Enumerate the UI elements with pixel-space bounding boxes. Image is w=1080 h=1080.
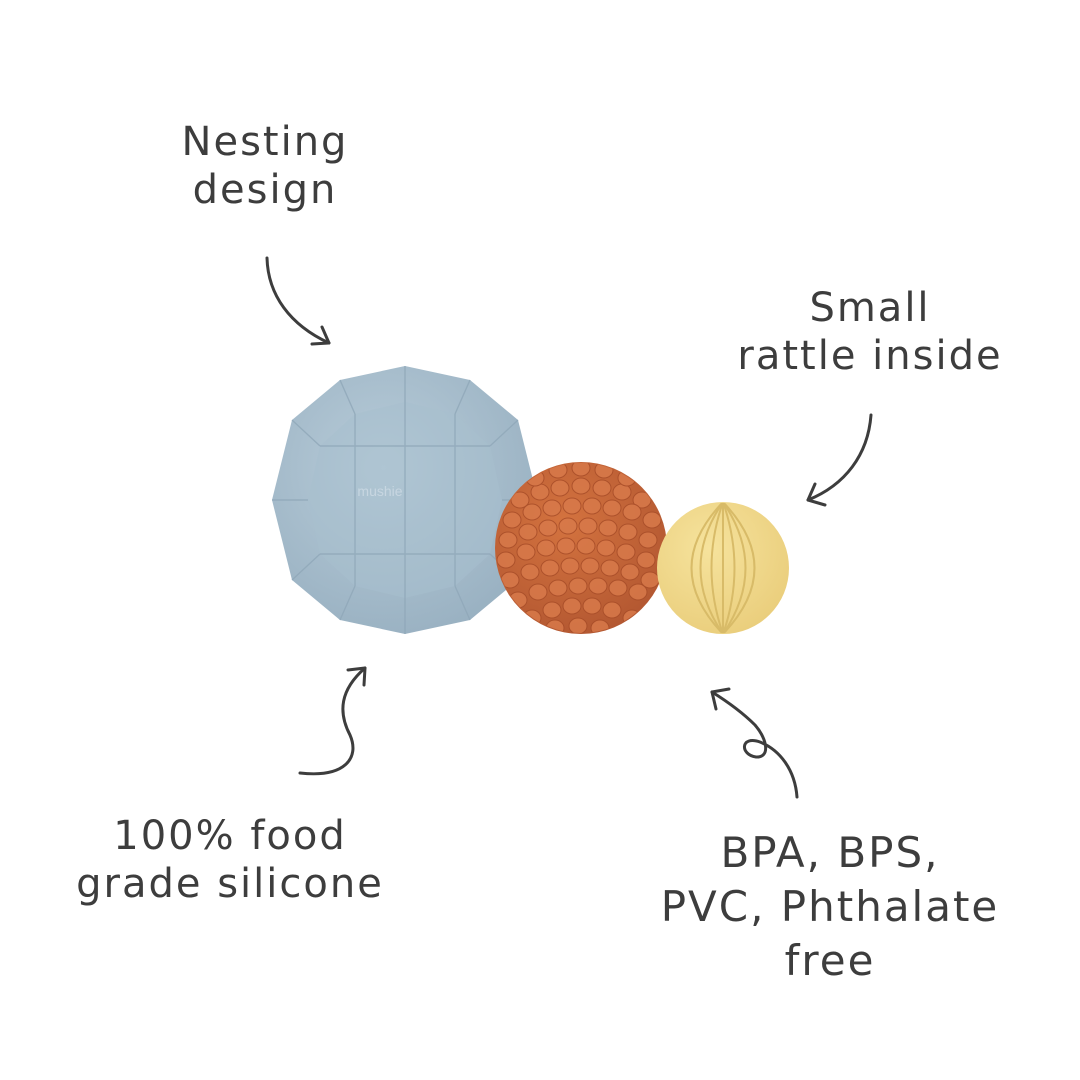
nesting-design-label: Nesting design <box>150 118 380 214</box>
label-line: design <box>192 167 338 213</box>
arrow-icon <box>806 413 873 507</box>
label-line: BPA, BPS, <box>720 828 940 877</box>
label-line: Nesting <box>181 119 349 165</box>
label-line: 100% food <box>113 813 347 859</box>
label-line: rattle inside <box>737 333 1003 379</box>
yellow-striped-ball <box>657 502 789 634</box>
arrow-icon <box>265 256 331 346</box>
label-line: PVC, Phthalate <box>660 881 1000 931</box>
brand-logo: mushie <box>357 483 402 499</box>
label-line: free <box>784 935 876 985</box>
food-grade-silicone-label: 100% food grade silicone <box>40 812 420 908</box>
bpa-free-label: BPA, BPS, PVC, Phthalate free <box>640 826 1020 987</box>
blue-faceted-ball: mushie <box>272 366 538 634</box>
arrow-icon <box>710 687 799 799</box>
arrow-icon <box>298 666 367 776</box>
small-rattle-label: Small rattle inside <box>700 284 1040 380</box>
label-line: Small <box>809 285 931 331</box>
label-line: grade silicone <box>76 861 384 907</box>
